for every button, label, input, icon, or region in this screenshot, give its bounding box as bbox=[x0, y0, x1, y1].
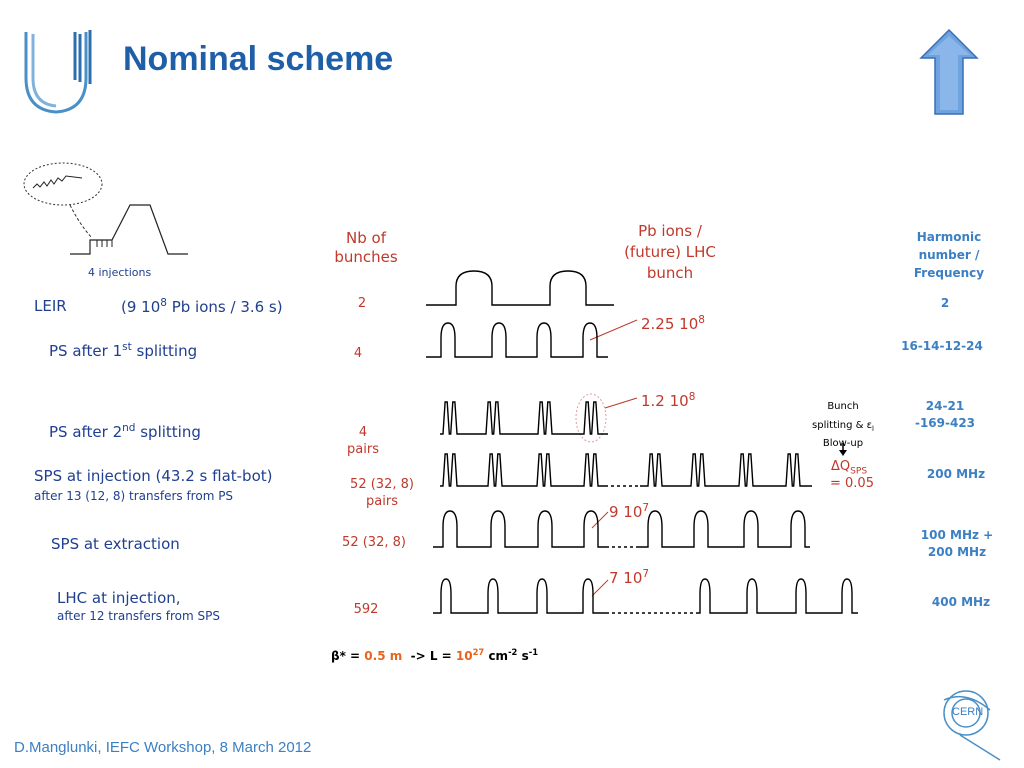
lhc-sublabel: after 12 transfers from SPS bbox=[57, 609, 220, 623]
lhc-bunches-right bbox=[698, 578, 858, 614]
inset-ellipse bbox=[23, 162, 103, 206]
lhc-bunches-left bbox=[433, 578, 606, 614]
up-arrow-icon[interactable] bbox=[919, 28, 979, 115]
sps-ext-harmonic: 100 MHz +200 MHz bbox=[920, 528, 994, 559]
sps-inj-nb: 52 (32, 8)pairs bbox=[350, 477, 414, 509]
leir-detail: (9 108 Pb ions / 3.6 s) bbox=[121, 297, 283, 316]
sps-inj-harmonic: 200 MHz bbox=[926, 467, 986, 481]
sps-inj-bunches-left bbox=[440, 453, 605, 487]
luminosity-formula: β* = 0.5 m -> L = 1027 cm-2 s-1 bbox=[331, 647, 539, 663]
cern-logo-text: CERN bbox=[952, 706, 984, 718]
sps-ext-label: SPS at extraction bbox=[51, 535, 180, 553]
pointer-line bbox=[589, 319, 638, 341]
leir-bunches bbox=[426, 270, 614, 306]
ps2-harmonic: 24-21-169-423 bbox=[914, 399, 976, 430]
lhc-nb: 592 bbox=[353, 602, 379, 617]
leir-harmonic: 2 bbox=[940, 296, 950, 310]
bunch-trains bbox=[426, 270, 858, 614]
ps2-intensity: 1.2 108 bbox=[641, 391, 696, 410]
page-title: Nominal scheme bbox=[123, 40, 394, 78]
lhc-harmonic: 400 MHz bbox=[931, 595, 991, 609]
lhc-label: LHC at injection, bbox=[57, 589, 181, 607]
inset-connector bbox=[69, 204, 93, 239]
sps-inj-bunches-right bbox=[640, 453, 812, 487]
ps1-bunches bbox=[426, 322, 608, 358]
ps1-intensity: 2.25 108 bbox=[641, 314, 705, 333]
ps1-label: PS after 1st splitting bbox=[49, 341, 198, 360]
cern-logo bbox=[943, 690, 1001, 761]
university-logo bbox=[24, 30, 92, 114]
sps-ext-bunches-left bbox=[433, 510, 606, 548]
injections-label: 4 injections bbox=[88, 266, 152, 279]
dq-sps-value: = 0.05 bbox=[830, 476, 874, 491]
ps2-bunches bbox=[440, 401, 608, 435]
sps-ext-bunches-right bbox=[636, 510, 810, 548]
ps2-label: PS after 2nd splitting bbox=[49, 422, 201, 441]
dq-sps: ΔQSPS bbox=[831, 459, 868, 477]
sps-inj-sublabel: after 13 (12, 8) transfers from PS bbox=[34, 489, 234, 503]
ps1-nb: 4 bbox=[353, 346, 363, 361]
pointer-line bbox=[591, 579, 609, 597]
pair-highlight bbox=[575, 393, 607, 443]
footer-credit: D.Manglunki, IEFC Workshop, 8 March 2012 bbox=[14, 739, 312, 756]
pointer-line bbox=[604, 397, 638, 409]
leir-nb: 2 bbox=[357, 296, 367, 311]
cycle-curve bbox=[70, 204, 188, 255]
cycle-injection-ticks bbox=[96, 240, 113, 247]
sps-ext-intensity: 7 107 bbox=[609, 568, 650, 587]
blowup-annotation: Bunch splitting & εl Blow-up bbox=[812, 401, 874, 449]
pointer-line bbox=[591, 511, 609, 529]
sps-inj-label: SPS at injection (43.2 s flat-bot) bbox=[34, 467, 273, 485]
inset-wiggle bbox=[32, 175, 83, 189]
leir-label: LEIR bbox=[34, 297, 67, 315]
sps-ext-nb: 52 (32, 8) bbox=[342, 535, 406, 550]
sps-inj-intensity: 9 107 bbox=[609, 502, 650, 521]
ps1-harmonic: 16-14-12-24 bbox=[901, 339, 983, 353]
